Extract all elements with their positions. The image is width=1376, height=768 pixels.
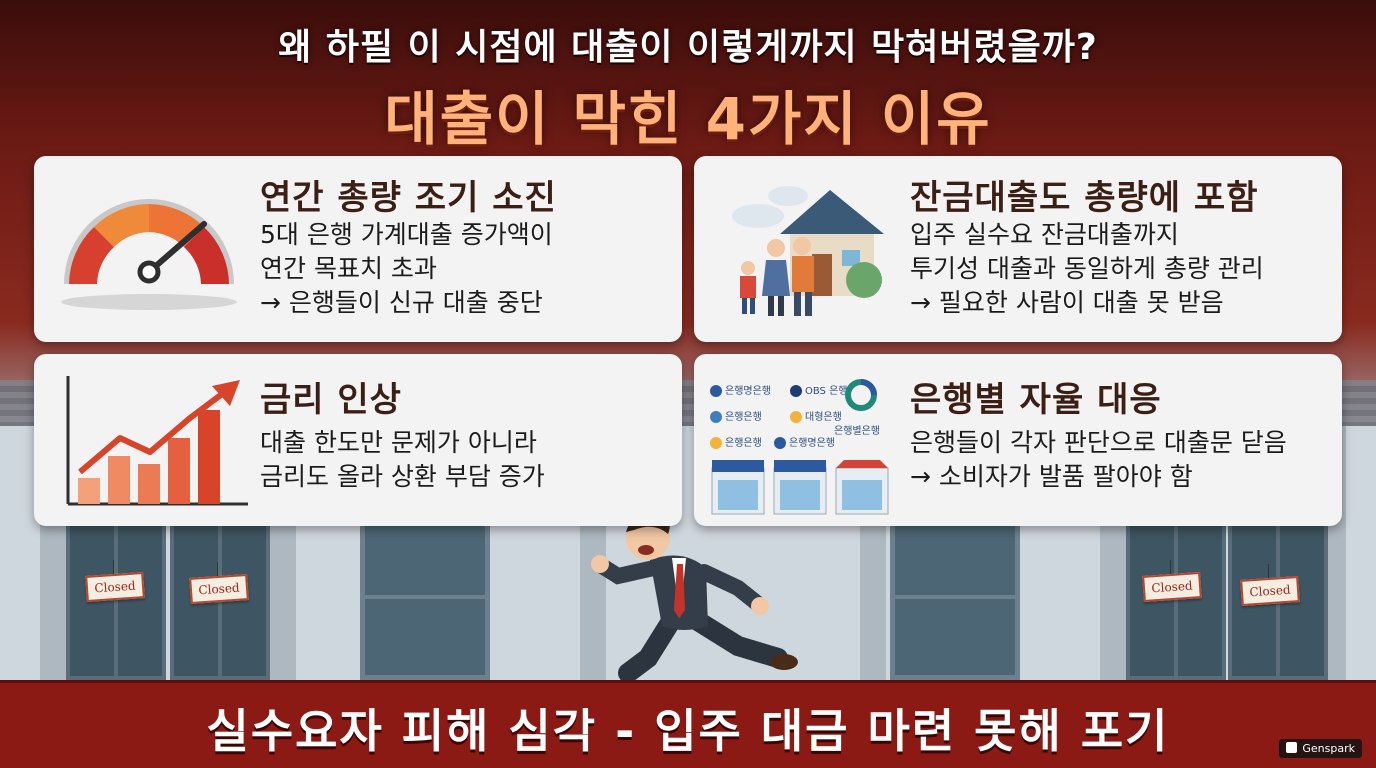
store-window xyxy=(360,520,490,680)
closed-sign: Closed xyxy=(1142,572,1202,602)
card-annual-quota: 연간 총량 조기 소진 5대 은행 가계대출 증가액이 연간 목표치 초과 → … xyxy=(34,156,682,342)
footer-message: 실수요자 피해 심각 - 입주 대금 마련 못해 포기 xyxy=(206,704,1170,758)
closed-sign: Closed xyxy=(85,572,145,602)
card-line: 투기성 대출과 동일하게 총량 관리 xyxy=(910,254,1264,283)
card-line: 연간 목표치 초과 xyxy=(260,254,437,283)
card-title: 은행별 자율 대응 xyxy=(910,380,1162,420)
card-body: 5대 은행 가계대출 증가액이 연간 목표치 초과 → 은행들이 신규 대출 중… xyxy=(260,218,553,320)
card-title: 연간 총량 조기 소진 xyxy=(260,178,557,218)
closed-sign: Closed xyxy=(189,574,249,604)
bank-logo: 대형은행 xyxy=(790,408,842,423)
bank-branches-icon xyxy=(711,460,889,515)
closed-door xyxy=(1126,520,1226,680)
card-line: 은행들이 각자 판단으로 대출문 닫음 xyxy=(910,428,1287,457)
store-window xyxy=(890,520,1020,680)
card-body: 은행들이 각자 판단으로 대출문 닫음 → 소비자가 발품 팔아야 함 xyxy=(910,426,1287,494)
card-line: → 은행들이 신규 대출 중단 xyxy=(260,288,543,317)
running-man-illustration xyxy=(591,513,798,680)
card-line: → 소비자가 발품 팔아야 함 xyxy=(910,462,1193,491)
bank-logo: 은행별은행 xyxy=(834,426,880,437)
footer-banner: 실수요자 피해 심각 - 입주 대금 마련 못해 포기 Genspark xyxy=(0,680,1376,768)
bank-logo: 은행은행 xyxy=(710,434,762,449)
bank-ring-logo-icon xyxy=(845,379,877,411)
closed-sign: Closed xyxy=(1240,576,1300,606)
card-title: 잔금대출도 총량에 포함 xyxy=(910,178,1259,218)
bank-logo: OBS 은행 xyxy=(790,382,847,397)
bank-logo: 은행은행 xyxy=(710,408,762,423)
header-question: 왜 하필 이 시점에 대출이 이렇게까지 막혀버렸을까? xyxy=(278,27,1098,68)
card-interest-hike: 금리 인상 대출 한도만 문제가 아니라 금리도 올라 상환 부담 증가 xyxy=(34,354,682,526)
brand-logo-icon xyxy=(1286,742,1298,753)
card-body: 입주 실수요 잔금대출까지 투기성 대출과 동일하게 총량 관리 → 필요한 사… xyxy=(910,218,1264,320)
card-line: 입주 실수요 잔금대출까지 xyxy=(910,220,1179,249)
card-line: 금리도 올라 상환 부담 증가 xyxy=(260,462,545,491)
brand-badge: Genspark xyxy=(1279,739,1362,758)
bank-logo: 은행명은행 xyxy=(774,434,835,449)
bank-logo: 은행명은행 xyxy=(710,382,771,397)
header-headline: 대출이 막힌 4가지 이유 xyxy=(384,85,992,153)
card-line: 5대 은행 가계대출 증가액이 xyxy=(260,220,553,249)
card-bank-autonomy: 은행명은행 OBS 은행 은행은행 대형은행 은행은행 은행명은행 은행별은행 … xyxy=(694,354,1342,526)
card-line: 대출 한도만 문제가 아니라 xyxy=(260,428,537,457)
card-line: → 필요한 사람이 대출 못 받음 xyxy=(910,288,1224,317)
card-title: 금리 인상 xyxy=(260,380,402,420)
closed-door xyxy=(66,520,166,680)
rising-bar-chart-icon xyxy=(66,376,248,506)
card-balance-loans: 잔금대출도 총량에 포함 입주 실수요 잔금대출까지 투기성 대출과 동일하게 … xyxy=(694,156,1342,342)
card-body: 대출 한도만 문제가 아니라 금리도 올라 상환 부담 증가 xyxy=(260,426,545,494)
speedometer-icon xyxy=(61,199,237,310)
family-house-icon xyxy=(732,186,884,316)
bank-logos-icon: 은행명은행 OBS 은행 은행은행 대형은행 은행은행 은행명은행 은행별은행 xyxy=(710,378,890,518)
